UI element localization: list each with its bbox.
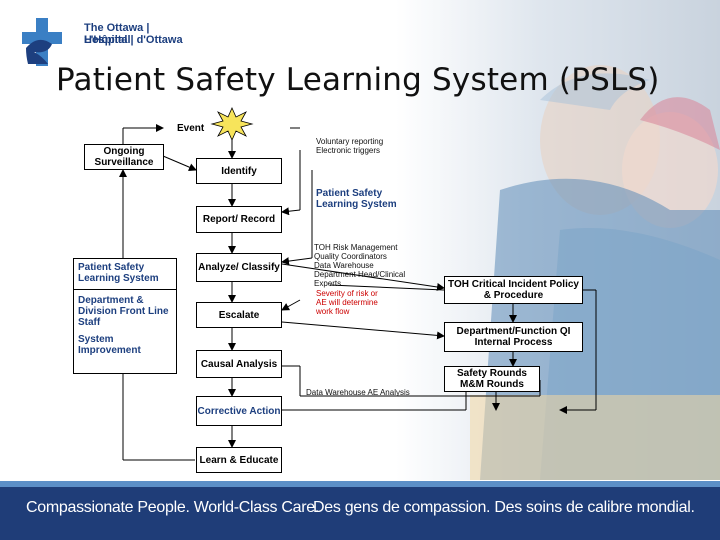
corrective-action-box: Corrective Action [196,396,282,426]
note-toh-3: Data Warehouse [314,261,374,270]
toh-policy-box: TOH Critical Incident Policy & Procedure [444,276,583,304]
legend-front-line-staff: Department & Division Front Line Staff [78,295,169,328]
hospital-logo: The Ottawa | L'Hôpital Hospital | d'Otta… [22,18,192,68]
footer-tagline-fr: Des gens de compassion. Des soins de cal… [313,499,695,516]
analyze-classify-box: Analyze/ Classify [196,253,282,282]
note-severity-2: AE will determine [316,298,378,307]
note-severity-3: work flow [316,307,350,316]
note-dw-analysis: Data Warehouse AE Analysis [306,388,410,397]
legend-box: Patient Safety Learning System Departmen… [73,258,177,374]
note-toh-5: Experts [314,279,342,288]
legend-divider [74,289,176,290]
note-severity-1: Severity of risk or [316,289,378,298]
legend-system-improvement: System Improvement [78,334,141,356]
causal-analysis-box: Causal Analysis [196,350,282,378]
note-psls: Patient Safety Learning System [316,188,397,210]
logo-text-line1: The Ottawa | L'Hôpital [84,22,150,46]
note-voluntary: Voluntary reporting [316,137,384,146]
note-toh-2: Quality Coordinators [314,252,387,261]
identify-box: Identify [196,158,282,184]
ongoing-surveillance-box: Ongoing Surveillance [84,144,164,170]
learn-educate-box: Learn & Educate [196,447,282,473]
note-toh-1: TOH Risk Management [314,243,398,252]
footer-band: Compassionate People. World-Class Care. … [0,481,720,540]
qi-process-box: Department/Function QI Internal Process [444,322,583,352]
logo-text-line2: Hospital | d'Ottawa [84,34,183,46]
escalate-box: Escalate [196,302,282,328]
report-record-box: Report/ Record [196,206,282,233]
footer-accent-line [0,481,720,487]
legend-psls: Patient Safety Learning System [78,262,159,284]
event-burst-icon [210,107,254,141]
note-electronic: Electronic triggers [316,146,381,155]
background-photo [0,0,720,480]
cross-logo-icon [22,18,62,66]
slide-title: Patient Safety Learning System (PSLS) [56,62,660,98]
note-toh-4: Department Head/Clinical [314,270,406,279]
safety-rounds-box: Safety Rounds M&M Rounds [444,366,540,392]
event-label: Event [177,123,205,134]
flow-connectors [119,107,597,461]
footer-tagline-en: Compassionate People. World-Class Care. [26,499,320,516]
